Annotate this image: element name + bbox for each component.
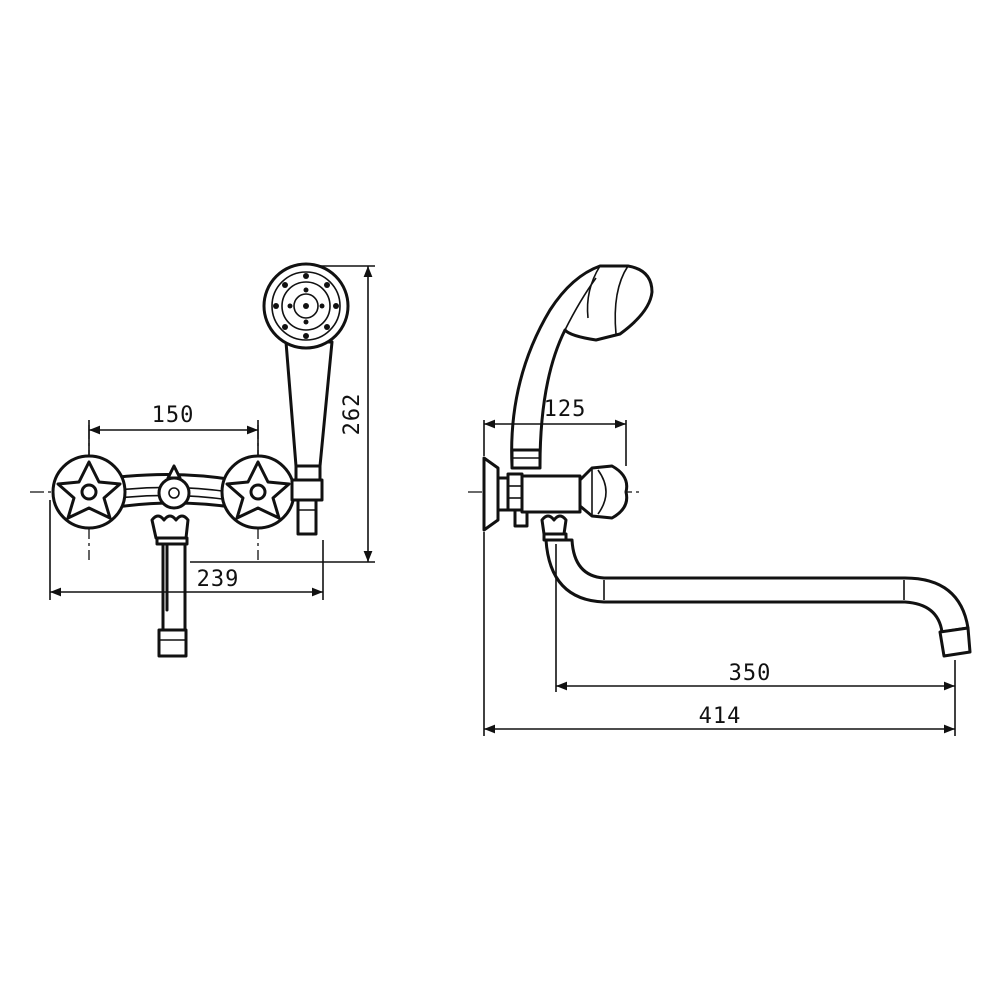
dim-label-262: 262 xyxy=(340,393,365,436)
front-diverter-nut xyxy=(150,514,190,546)
dim-side-spout-reach: 350 xyxy=(555,544,956,692)
dim-side-wall-to-handle: 125 xyxy=(483,397,627,466)
front-view: 150 239 262 xyxy=(30,262,375,658)
side-diverter-nut xyxy=(540,514,568,542)
dim-front-handle-spacing: 150 xyxy=(88,403,259,455)
dim-label-239: 239 xyxy=(197,567,240,592)
dim-label-414: 414 xyxy=(699,704,742,729)
dim-label-150: 150 xyxy=(152,403,195,428)
dim-front-overall-height: 262 xyxy=(190,265,375,563)
side-wall-flange xyxy=(482,456,529,532)
dim-label-350: 350 xyxy=(729,661,772,686)
side-spout xyxy=(544,538,972,658)
dim-side-overall-depth: 414 xyxy=(483,532,956,736)
front-hand-shower xyxy=(262,262,350,536)
side-hand-shower xyxy=(510,264,654,470)
front-left-handle xyxy=(51,454,127,530)
side-view: 125 350 414 xyxy=(468,264,972,736)
side-body xyxy=(520,464,629,520)
dim-front-overall-width: 239 xyxy=(49,500,324,600)
front-right-handle xyxy=(220,454,296,530)
shower-nozzles xyxy=(273,273,339,339)
front-diverter-knob xyxy=(157,464,191,510)
front-spout xyxy=(157,538,188,658)
dim-label-125: 125 xyxy=(544,397,587,422)
